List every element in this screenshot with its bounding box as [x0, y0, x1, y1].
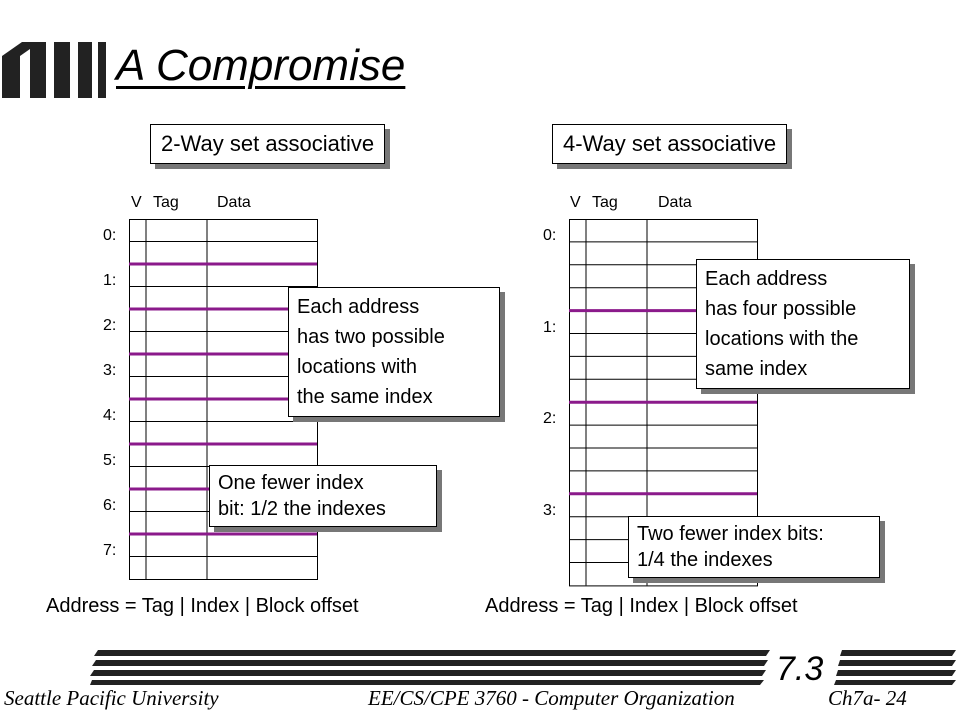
callout-line: locations with the	[705, 328, 859, 350]
two-way-address-format: Address = Tag | Index | Block offset	[46, 595, 359, 617]
callout-line: same index	[705, 358, 808, 380]
index-label: 2:	[543, 410, 557, 428]
right-col-tag: Tag	[592, 194, 618, 211]
two-way-label: 2-Way set associative	[150, 124, 386, 164]
four-way-locations-callout: Each address has four possible locations…	[696, 259, 910, 389]
left-col-tag: Tag	[153, 194, 179, 211]
right-col-v: V	[570, 194, 581, 211]
page-title: A Compromise	[116, 41, 406, 90]
index-label: 0:	[103, 227, 117, 244]
title-decoration-bars	[2, 42, 106, 98]
two-way-locations-callout: Each address has two possible locations …	[288, 287, 500, 417]
callout-line: the same index	[297, 386, 433, 408]
index-label: 4:	[103, 407, 117, 424]
callout-line: Each address	[705, 268, 828, 290]
left-col-data: Data	[217, 194, 251, 211]
index-label: 3:	[103, 362, 117, 379]
left-col-v: V	[131, 194, 142, 211]
callout-line: Each address	[297, 296, 420, 318]
callout-line: One fewer index	[218, 472, 364, 494]
index-label: 7:	[103, 542, 117, 559]
course-name: EE/CS/CPE 3760 - Computer Organization	[368, 686, 735, 710]
callout-line: locations with	[297, 356, 418, 378]
index-label: 6:	[103, 497, 117, 514]
index-label: 5:	[103, 452, 117, 469]
four-way-index-callout: Two fewer index bits: 1/4 the indexes	[628, 516, 880, 578]
section-number: 7.3	[776, 650, 824, 688]
four-way-address-format: Address = Tag | Index | Block offset	[485, 595, 798, 617]
university-name: Seattle Pacific University	[4, 686, 219, 710]
right-col-data: Data	[658, 194, 692, 211]
callout-line: has two possible	[297, 326, 445, 348]
footer-decoration-bars	[90, 650, 956, 685]
callout-line: 1/4 the indexes	[637, 549, 773, 571]
index-label: 2:	[103, 317, 117, 334]
index-label: 1:	[103, 272, 117, 289]
two-way-index-callout: One fewer index bit: 1/2 the indexes	[209, 465, 437, 527]
index-label: 0:	[543, 227, 557, 244]
index-label: 1:	[543, 318, 557, 336]
callout-line: bit: 1/2 the indexes	[218, 498, 386, 520]
callout-line: has four possible	[705, 298, 857, 320]
four-way-label: 4-Way set associative	[552, 124, 788, 164]
index-label: 3:	[543, 501, 557, 519]
page-number: Ch7a- 24	[828, 686, 907, 710]
callout-line: Two fewer index bits:	[637, 523, 824, 545]
